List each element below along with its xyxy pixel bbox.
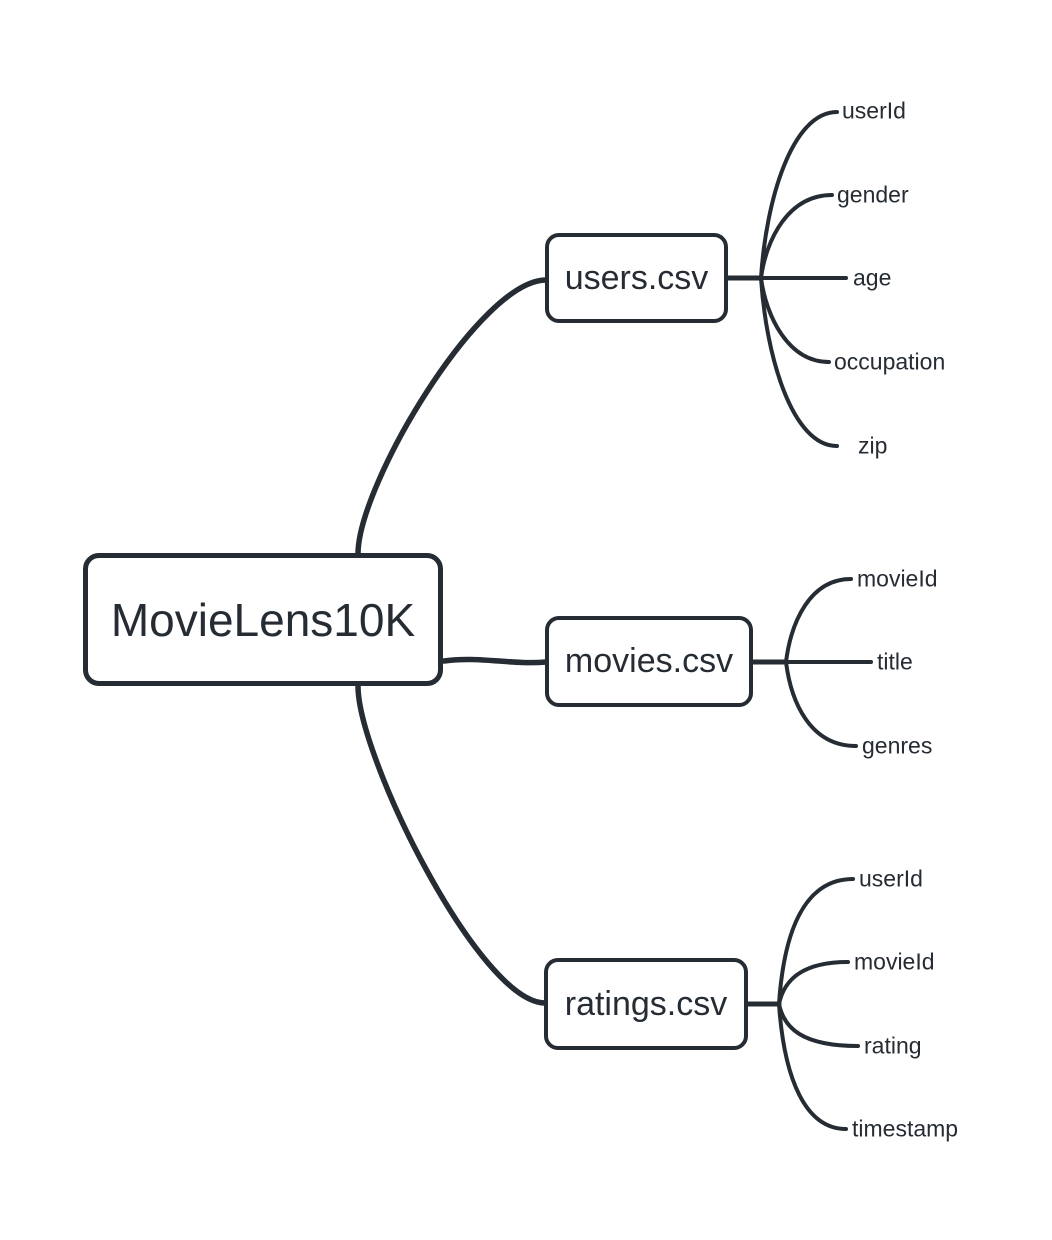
edge-users-zip (759, 276, 839, 448)
leaf-users-gender[interactable]: gender (837, 181, 909, 208)
leaf-movies-title[interactable]: title (877, 648, 913, 675)
edge-movies-movieid (784, 577, 853, 664)
edge-ratings-rating (777, 1002, 860, 1048)
edge-movies-genres (784, 660, 858, 748)
edge-root-users (355, 277, 549, 557)
node-root[interactable]: MovieLens10K (83, 553, 443, 686)
leaf-ratings-rating[interactable]: rating (864, 1032, 922, 1059)
edge-ratings-userid (777, 877, 855, 1006)
edge-root-movies (441, 656, 549, 666)
edge-ratings-timestamp (777, 1002, 848, 1131)
node-movies-csv[interactable]: movies.csv (545, 616, 753, 707)
leaf-ratings-userid[interactable]: userId (859, 865, 923, 892)
edge-users-gender (759, 193, 834, 280)
leaf-users-age[interactable]: age (853, 264, 892, 291)
leaf-movies-genres[interactable]: genres (862, 732, 933, 759)
node-users-csv[interactable]: users.csv (545, 233, 728, 323)
leaf-users-occupation[interactable]: occupation (834, 348, 946, 375)
edge-users-userid (759, 110, 839, 280)
leaf-users-zip[interactable]: zip (858, 432, 888, 459)
leaf-movies-movieid[interactable]: movieId (857, 565, 938, 592)
leaf-ratings-timestamp[interactable]: timestamp (852, 1115, 959, 1142)
node-ratings-csv[interactable]: ratings.csv (544, 958, 748, 1050)
leaf-ratings-movieid[interactable]: movieId (854, 948, 935, 975)
edge-root-ratings (355, 683, 548, 1006)
edge-ratings-movieid (777, 960, 850, 1006)
leaf-users-userid[interactable]: userId (842, 97, 906, 124)
